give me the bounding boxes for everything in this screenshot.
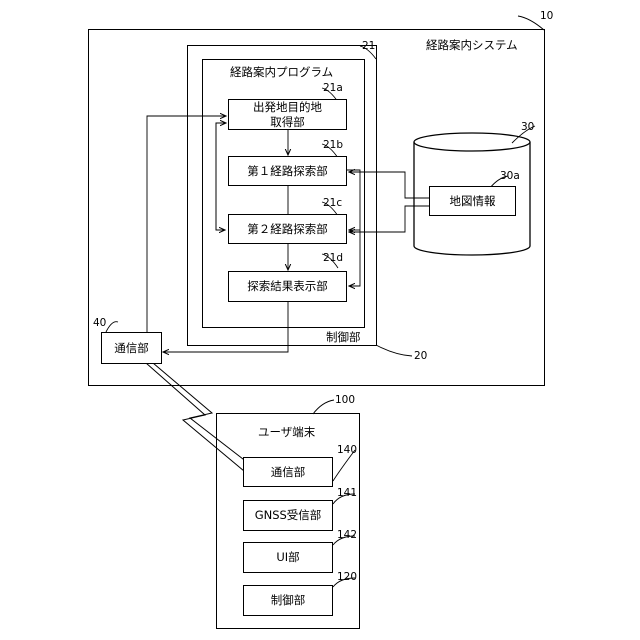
terminal-control-unit: 制御部 [243, 585, 333, 616]
system-comm-unit: 通信部 [101, 332, 162, 364]
user-terminal-ref: 100 [335, 394, 355, 406]
origin-destination-acquisition-module: 出発地目的地 取得部 [228, 99, 347, 130]
terminal-comm-unit: 通信部 [243, 457, 333, 487]
acquisition-ref: 21a [323, 82, 343, 94]
program-title: 経路案内プログラム [230, 65, 333, 79]
second-route-search-module: 第２経路探索部 [228, 214, 347, 244]
control-unit-ref: 20 [414, 350, 427, 362]
program-ref: 21 [362, 40, 375, 52]
search-result-display-module: 探索結果表示部 [228, 271, 347, 302]
system-comm-ref: 40 [93, 317, 106, 329]
ui-unit-ref: 142 [337, 529, 357, 541]
first-route-search-module: 第１経路探索部 [228, 156, 347, 186]
first-route-search-ref: 21b [323, 139, 343, 151]
search-result-display-ref: 21d [323, 252, 343, 264]
ui-unit: UI部 [243, 542, 333, 573]
gnss-receiver-ref: 141 [337, 487, 357, 499]
map-info-box: 地図情報 [429, 186, 516, 216]
terminal-control-ref: 120 [337, 571, 357, 583]
gnss-receiver-unit: GNSS受信部 [243, 500, 333, 531]
system-ref: 10 [540, 10, 553, 22]
storage-ref: 30 [521, 121, 534, 133]
route-guidance-system-title: 経路案内システム [426, 38, 518, 52]
control-unit-label: 制御部 [326, 330, 361, 344]
map-info-ref: 30a [500, 170, 520, 182]
user-terminal-title: ユーザ端末 [258, 425, 315, 439]
second-route-search-ref: 21c [323, 197, 342, 209]
terminal-comm-ref: 140 [337, 444, 357, 456]
